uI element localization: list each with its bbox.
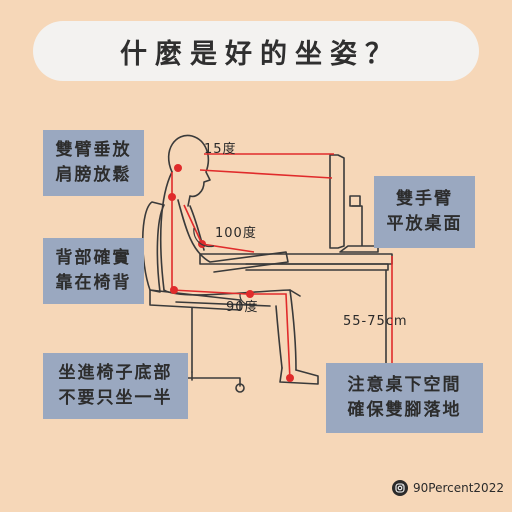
note-hands-line-2: 平放桌面	[386, 214, 463, 234]
monitor-stand	[339, 205, 379, 253]
desk-panel	[245, 263, 389, 271]
note-feet-line-1: 注意桌下空間	[347, 375, 462, 395]
note-back-line-1: 背部確實	[55, 248, 132, 268]
person-shin	[275, 289, 297, 371]
chair-backrest	[141, 201, 165, 293]
joint-knee	[246, 290, 254, 298]
note-arms: 雙臂垂放 肩膀放鬆	[43, 130, 144, 196]
desk-height-label: 55-75cm	[343, 314, 408, 329]
person-arm	[177, 199, 289, 273]
note-back: 背部確實 靠在椅背	[43, 238, 144, 304]
elbow-angle-label: 100度	[215, 226, 257, 241]
note-feet: 注意桌下空間 確保雙腳落地	[326, 363, 483, 433]
person-head	[167, 134, 211, 207]
monitor-webcam	[349, 195, 361, 207]
note-arms-line-1: 雙臂垂放	[55, 140, 132, 160]
note-seat: 坐進椅子底部 不要只坐一半	[43, 353, 188, 419]
elbow-angle-arc	[193, 227, 215, 248]
joint-neck	[174, 164, 182, 172]
note-hands-line-1: 雙手臂	[396, 189, 453, 209]
note-feet-line-2: 確保雙腳落地	[347, 400, 462, 420]
person-thigh-lower	[175, 301, 271, 307]
note-back-line-2: 靠在椅背	[55, 273, 132, 293]
person-back	[159, 171, 173, 291]
title-banner: 什麼是好的坐姿？	[33, 21, 479, 81]
page-title: 什麼是好的坐姿？	[120, 38, 400, 70]
note-hands: 雙手臂 平放桌面	[374, 176, 475, 248]
note-seat-line-2: 不要只坐一半	[58, 388, 173, 408]
credit-handle: 90Percent2022	[413, 481, 504, 495]
eye-angle-label: 15度	[204, 142, 237, 157]
eye-level-line	[199, 169, 333, 179]
chair-wheel-right	[235, 383, 245, 393]
joint-shoulder	[168, 193, 176, 201]
instagram-icon	[392, 480, 408, 496]
knee-angle-arc	[239, 293, 255, 306]
leg-line	[171, 289, 291, 381]
knee-angle-label: 90度	[226, 300, 259, 315]
joint-ankle	[286, 374, 294, 382]
chair-seat	[149, 289, 241, 311]
monitor-screen	[329, 154, 345, 249]
note-arms-line-2: 肩膀放鬆	[55, 165, 132, 185]
joint-hip	[170, 286, 178, 294]
person-foot	[279, 367, 319, 385]
note-seat-line-1: 坐進椅子底部	[58, 363, 173, 383]
credit: 90Percent2022	[392, 479, 504, 497]
